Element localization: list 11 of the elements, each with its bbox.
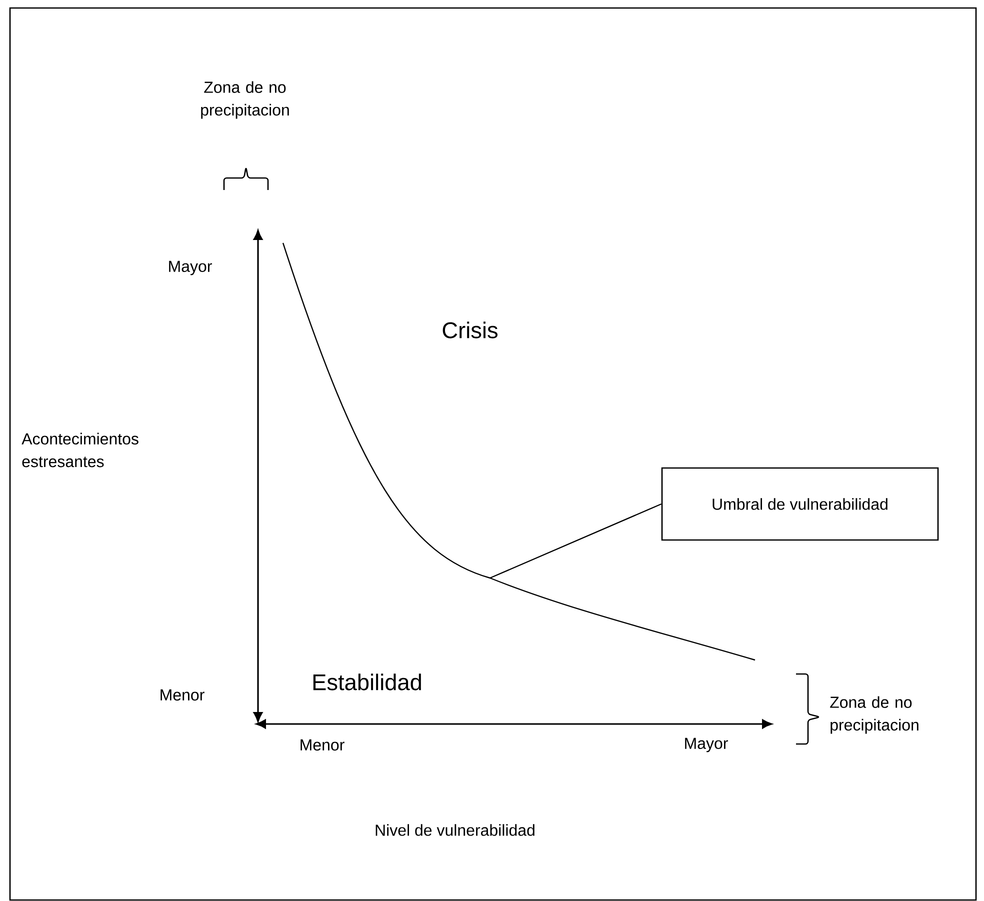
axis-label: Menor [160, 689, 204, 701]
axis-label: Menor [300, 739, 344, 751]
leader-line [490, 503, 662, 579]
axis-title: Nivel de vulnerabilidad [376, 824, 534, 836]
zone-label: Zona de no precipitacion [830, 696, 918, 734]
axis-label: Mayor [685, 738, 728, 752]
zone-label: Zona de no precipitacion [201, 81, 289, 119]
threshold-box: Umbral de vulnerabilidad [661, 467, 939, 541]
axis-title: Acontecimientos estresantes [22, 432, 138, 468]
region-label: Crisis [442, 322, 498, 338]
axis-label: Mayor [169, 260, 212, 276]
